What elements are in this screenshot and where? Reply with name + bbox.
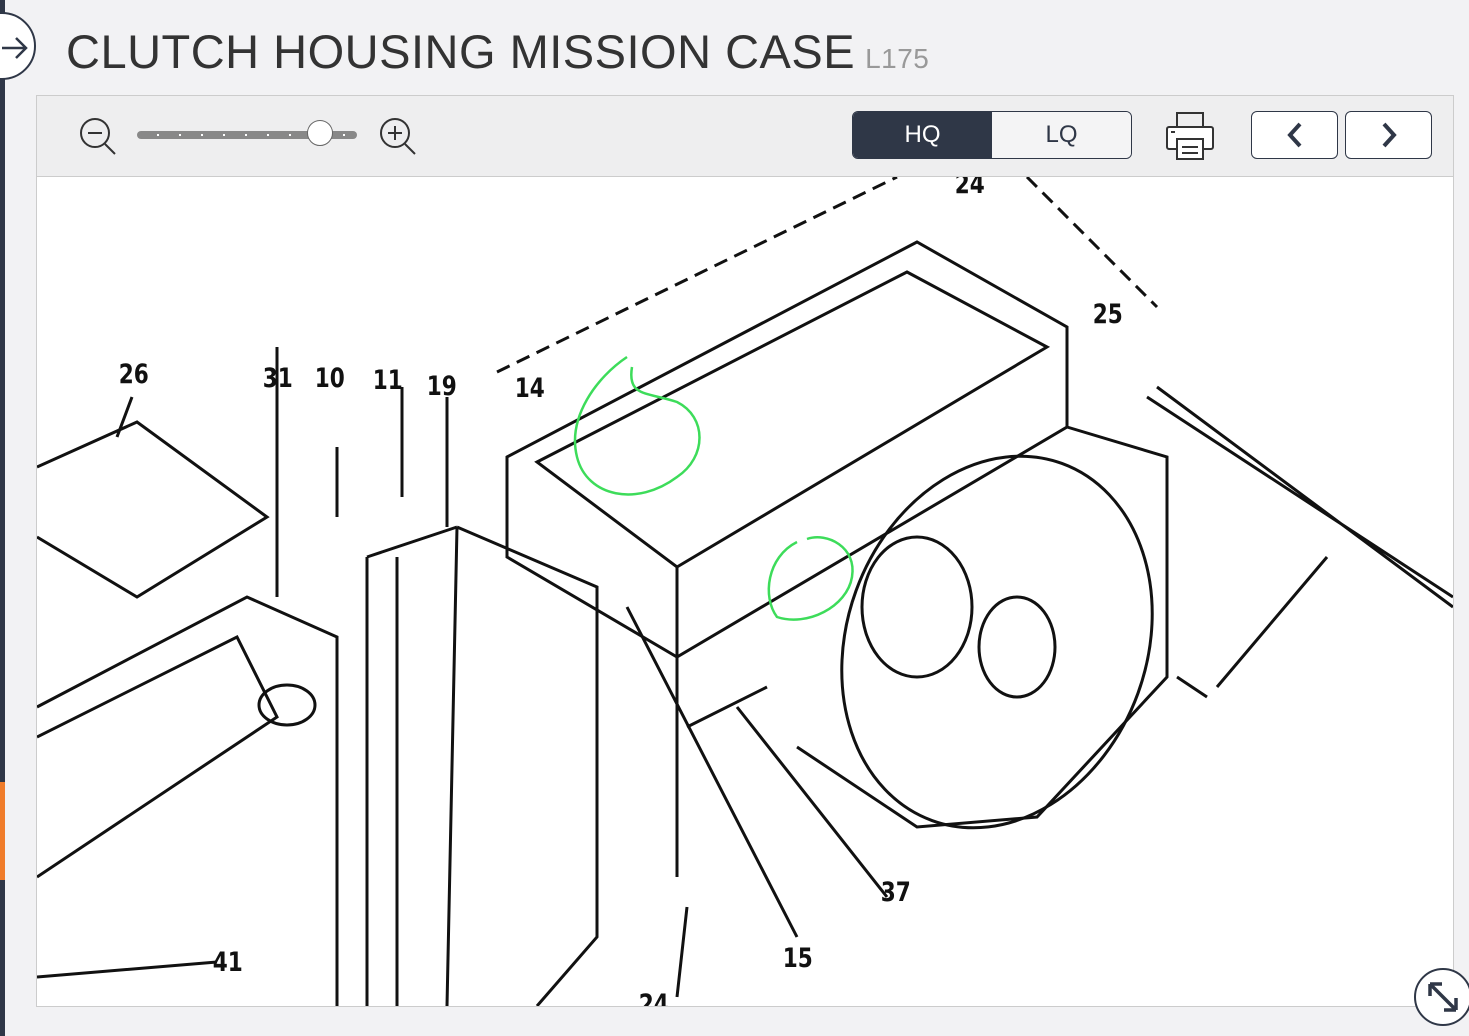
side-tab[interactable] [0, 782, 5, 880]
callout-15[interactable]: 15 [782, 943, 813, 974]
callout-19[interactable]: 19 [426, 371, 457, 402]
callout-25[interactable]: 25 [1092, 299, 1123, 330]
diagram-viewer: HQ LQ 26 [36, 95, 1454, 1007]
hq-button[interactable]: HQ [853, 112, 992, 158]
model-code: L175 [865, 43, 930, 74]
zoom-slider-handle[interactable] [307, 120, 333, 146]
callout-37[interactable]: 37 [880, 877, 911, 908]
viewer-toolbar: HQ LQ [37, 96, 1453, 177]
callout-24-bottom[interactable]: 24 [638, 989, 669, 1006]
quality-toggle: HQ LQ [852, 111, 1132, 159]
zoom-in-icon[interactable] [377, 116, 419, 158]
page-title: CLUTCH HOUSING MISSION CASE L175 [66, 24, 929, 79]
handwritten-annotations [573, 355, 854, 621]
parts-diagram[interactable]: 26 31 10 11 19 14 24 25 37 15 41 24 [37, 177, 1453, 1006]
callout-14[interactable]: 14 [514, 373, 545, 404]
chevron-right-icon [1382, 122, 1397, 148]
arrow-right-icon [2, 37, 28, 59]
next-button[interactable] [1345, 111, 1432, 159]
expand-arrows-icon [1428, 982, 1458, 1012]
side-panel-edge [0, 0, 5, 1036]
callout-24[interactable]: 24 [954, 177, 985, 200]
exploded-view-drawing [37, 177, 1453, 1006]
callout-11[interactable]: 11 [372, 365, 403, 396]
title-text: CLUTCH HOUSING MISSION CASE [66, 25, 856, 78]
zoom-out-icon[interactable] [77, 116, 119, 158]
zoom-slider[interactable] [137, 120, 357, 146]
print-icon[interactable] [1165, 111, 1215, 161]
fullscreen-button[interactable] [1414, 968, 1469, 1026]
callout-41[interactable]: 41 [212, 947, 243, 978]
chevron-left-icon [1286, 122, 1301, 148]
callout-26[interactable]: 26 [118, 359, 149, 390]
previous-button[interactable] [1251, 111, 1338, 159]
callout-31[interactable]: 31 [262, 363, 293, 394]
callout-10[interactable]: 10 [314, 363, 345, 394]
lq-button[interactable]: LQ [992, 112, 1131, 158]
collapse-sidebar-button[interactable] [0, 12, 36, 80]
